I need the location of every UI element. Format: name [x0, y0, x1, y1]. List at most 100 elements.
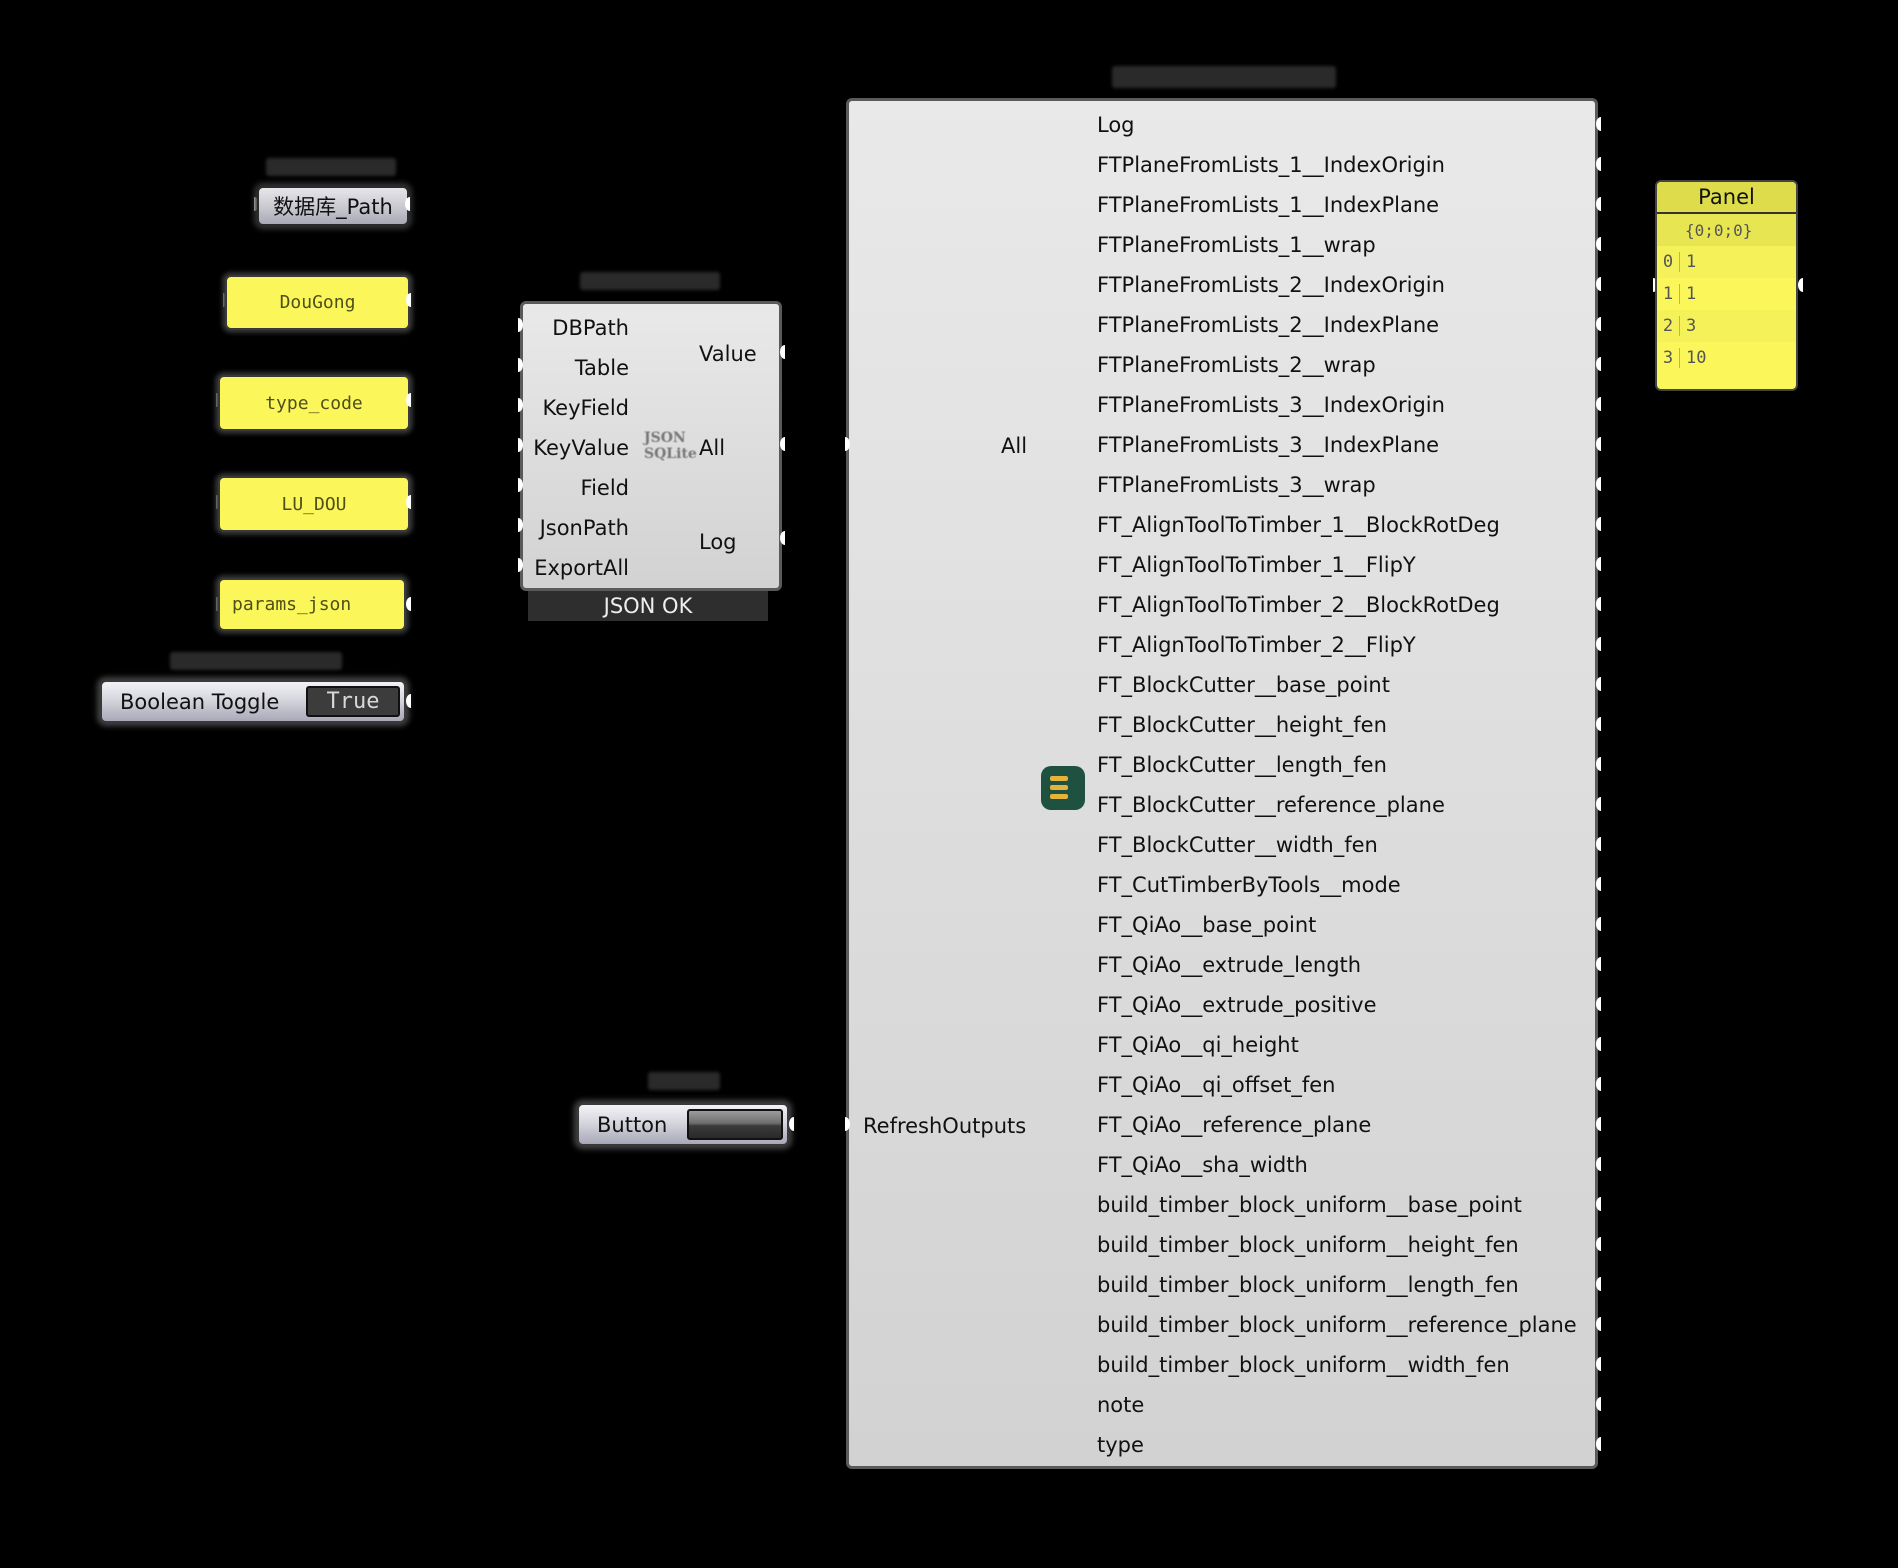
path-param-output-grip[interactable]: [405, 197, 410, 211]
params-json-panel[interactable]: params_json: [218, 578, 406, 631]
main-output-grip[interactable]: [1596, 997, 1601, 1011]
main-output-label[interactable]: FT_AlignToolToTimber_1__BlockRotDeg: [1097, 513, 1500, 537]
json-grip-in-3[interactable]: [518, 438, 523, 452]
json-output-log[interactable]: Log: [699, 530, 737, 554]
boolean-toggle-value[interactable]: True: [306, 686, 400, 717]
main-input-all[interactable]: All: [1001, 434, 1028, 458]
main-output-label[interactable]: note: [1097, 1393, 1145, 1417]
json-input-keyvalue[interactable]: KeyValue: [533, 436, 629, 460]
path-param[interactable]: 数据库_Path: [257, 186, 409, 226]
main-output-label[interactable]: FT_QiAo__qi_height: [1097, 1033, 1299, 1057]
main-output-label[interactable]: build_timber_block_uniform__base_point: [1097, 1193, 1522, 1217]
json-input-dbpath[interactable]: DBPath: [552, 316, 629, 340]
main-output-label[interactable]: FTPlaneFromLists_2__IndexPlane: [1097, 313, 1440, 337]
json-grip-in-0[interactable]: [518, 318, 523, 332]
main-output-grip[interactable]: [1596, 237, 1601, 251]
main-output-label[interactable]: FT_QiAo__reference_plane: [1097, 1113, 1372, 1137]
main-input-refreshoutputs[interactable]: RefreshOutputs: [863, 1114, 1027, 1138]
json-input-jsonpath[interactable]: JsonPath: [539, 516, 629, 540]
main-output-grip[interactable]: [1596, 1317, 1601, 1331]
json-input-table[interactable]: Table: [574, 356, 629, 380]
main-output-label[interactable]: build_timber_block_uniform__reference_pl…: [1097, 1313, 1577, 1337]
type-code-panel[interactable]: type_code: [218, 375, 410, 431]
json-output-all[interactable]: All: [699, 436, 726, 460]
path-param-input-grip[interactable]: [254, 197, 259, 211]
main-output-label[interactable]: FTPlaneFromLists_1__IndexOrigin: [1097, 153, 1445, 177]
json-grip-in-6[interactable]: [518, 558, 523, 572]
main-output-label[interactable]: FT_BlockCutter__reference_plane: [1097, 793, 1445, 817]
main-output-grip[interactable]: [1596, 877, 1601, 891]
json-grip-in-2[interactable]: [518, 398, 523, 412]
main-output-label[interactable]: FT_AlignToolToTimber_2__FlipY: [1097, 633, 1416, 657]
json-grip-in-1[interactable]: [518, 358, 523, 372]
main-output-label[interactable]: FT_QiAo__qi_offset_fen: [1097, 1073, 1336, 1097]
json-grip-out-log[interactable]: [780, 531, 785, 545]
main-output-label[interactable]: FTPlaneFromLists_3__wrap: [1097, 473, 1376, 497]
main-output-grip[interactable]: [1596, 1437, 1601, 1451]
main-output-grip[interactable]: [1596, 317, 1601, 331]
main-output-label[interactable]: FT_BlockCutter__height_fen: [1097, 713, 1387, 737]
main-output-grip[interactable]: [1596, 677, 1601, 691]
main-output-label[interactable]: FT_BlockCutter__base_point: [1097, 673, 1390, 697]
main-output-grip[interactable]: [1596, 797, 1601, 811]
dougong-panel-output-grip[interactable]: [406, 293, 411, 307]
main-output-label[interactable]: FTPlaneFromLists_3__IndexPlane: [1097, 433, 1440, 457]
main-output-label[interactable]: FT_CutTimberByTools__mode: [1097, 873, 1401, 897]
main-output-grip[interactable]: [1596, 1237, 1601, 1251]
main-output-grip[interactable]: [1596, 1277, 1601, 1291]
panel-output-grip[interactable]: [1798, 278, 1803, 292]
main-output-label[interactable]: FT_QiAo__sha_width: [1097, 1153, 1308, 1177]
main-output-label[interactable]: Log: [1097, 113, 1135, 137]
json-grip-out-value[interactable]: [780, 345, 785, 359]
json-grip-in-5[interactable]: [518, 518, 523, 532]
main-output-grip[interactable]: [1596, 1117, 1601, 1131]
main-output-grip[interactable]: [1596, 597, 1601, 611]
json-sqlite-component[interactable]: DBPath Table KeyField KeyValue Field Jso…: [520, 301, 782, 591]
main-output-label[interactable]: FT_QiAo__base_point: [1097, 913, 1317, 937]
main-output-grip[interactable]: [1596, 397, 1601, 411]
json-input-field[interactable]: Field: [580, 476, 629, 500]
button-object-face[interactable]: [687, 1109, 783, 1140]
main-grip-in-refresh[interactable]: [845, 1117, 850, 1131]
json-grip-in-4[interactable]: [518, 478, 523, 492]
main-output-grip[interactable]: [1596, 557, 1601, 571]
main-output-grip[interactable]: [1596, 717, 1601, 731]
main-output-grip[interactable]: [1596, 637, 1601, 651]
main-output-label[interactable]: FT_AlignToolToTimber_2__BlockRotDeg: [1097, 593, 1500, 617]
main-output-grip[interactable]: [1596, 357, 1601, 371]
main-output-label[interactable]: type: [1097, 1433, 1144, 1457]
main-output-grip[interactable]: [1596, 917, 1601, 931]
main-grip-in-all[interactable]: [845, 437, 850, 451]
main-output-grip[interactable]: [1596, 1197, 1601, 1211]
main-output-label[interactable]: FTPlaneFromLists_2__wrap: [1097, 353, 1376, 377]
main-output-grip[interactable]: [1596, 1397, 1601, 1411]
json-input-keyfield[interactable]: KeyField: [542, 396, 629, 420]
main-output-label[interactable]: FT_BlockCutter__width_fen: [1097, 833, 1378, 857]
boolean-toggle-output-grip[interactable]: [406, 694, 411, 708]
main-output-label[interactable]: FT_BlockCutter__length_fen: [1097, 753, 1387, 777]
lu-dou-panel[interactable]: LU_DOU: [218, 476, 410, 532]
lu-dou-panel-output-grip[interactable]: [406, 495, 411, 509]
main-output-grip[interactable]: [1596, 437, 1601, 451]
main-output-grip[interactable]: [1596, 1037, 1601, 1051]
params-json-panel-output-grip[interactable]: [406, 597, 411, 611]
main-output-grip[interactable]: [1596, 157, 1601, 171]
main-output-label[interactable]: FTPlaneFromLists_3__IndexOrigin: [1097, 393, 1445, 417]
main-output-grip[interactable]: [1596, 1157, 1601, 1171]
main-output-label[interactable]: build_timber_block_uniform__width_fen: [1097, 1353, 1510, 1377]
main-output-label[interactable]: FT_QiAo__extrude_length: [1097, 953, 1362, 977]
main-output-grip[interactable]: [1596, 1357, 1601, 1371]
button-object[interactable]: Button: [577, 1103, 789, 1146]
json-output-value[interactable]: Value: [699, 342, 757, 366]
main-output-label[interactable]: FTPlaneFromLists_1__IndexPlane: [1097, 193, 1440, 217]
main-output-label[interactable]: FT_QiAo__extrude_positive: [1097, 993, 1377, 1017]
main-output-label[interactable]: FTPlaneFromLists_1__wrap: [1097, 233, 1376, 257]
main-output-grip[interactable]: [1596, 957, 1601, 971]
main-output-label[interactable]: build_timber_block_uniform__length_fen: [1097, 1273, 1519, 1297]
type-code-panel-output-grip[interactable]: [406, 393, 411, 407]
main-output-grip[interactable]: [1596, 477, 1601, 491]
boolean-toggle[interactable]: Boolean Toggle True: [100, 680, 406, 723]
main-output-grip[interactable]: [1596, 837, 1601, 851]
